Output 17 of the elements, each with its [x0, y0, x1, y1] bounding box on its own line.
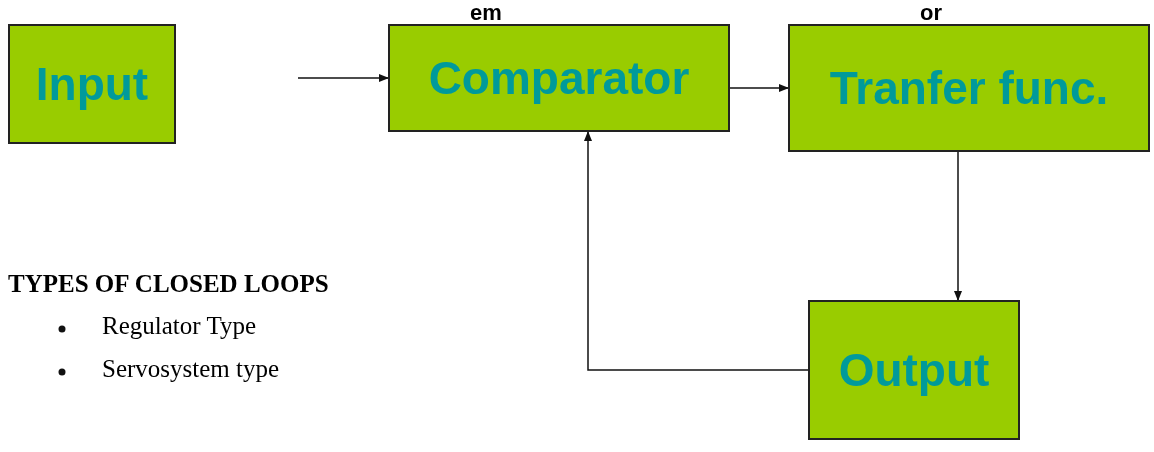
text-fragment: em [470, 0, 502, 26]
arrow [729, 84, 789, 92]
process-box [788, 24, 1150, 152]
box-label: Comparator [428, 53, 690, 103]
section-heading: TYPES OF CLOSED LOOPS [8, 270, 329, 298]
process-box [8, 24, 176, 144]
arrow [297, 74, 389, 82]
box-label: Input [35, 59, 149, 109]
arrow [954, 151, 962, 301]
arrow [584, 131, 809, 371]
list-item: Regulator Type [102, 312, 256, 340]
box-label: Output [838, 345, 990, 395]
process-box [808, 300, 1020, 440]
list-item: Servosystem type [102, 355, 280, 383]
text-fragment: or [920, 0, 942, 26]
process-box [388, 24, 730, 132]
box-label: Tranfer func. [829, 63, 1109, 113]
